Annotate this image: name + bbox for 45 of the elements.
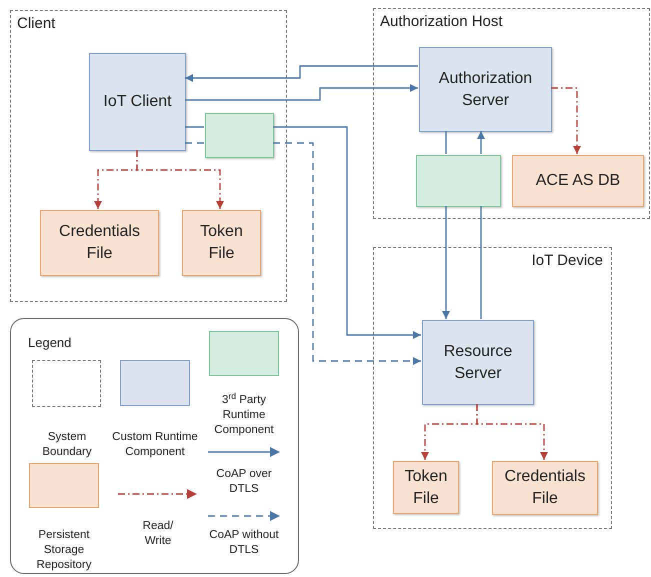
component-box	[416, 155, 501, 207]
arrow	[273, 126, 421, 339]
node-label: ACE AS DB	[534, 171, 622, 191]
connector-line	[480, 206, 482, 319]
arrow	[136, 150, 224, 209]
node-label: Resource Server	[442, 342, 514, 384]
legend-title: Legend	[28, 334, 72, 352]
legend-label: CoAP without DTLS	[208, 528, 280, 558]
node-label: Token File	[199, 222, 244, 264]
boundary-label: IoT Device	[532, 252, 603, 271]
legend-label: 3$^{rd}$ Party Runtime Component	[213, 393, 275, 438]
node-label: IoT Client	[102, 92, 173, 112]
component-box	[419, 47, 552, 132]
node-label: Credentials File	[58, 222, 141, 264]
connector-line	[445, 131, 447, 154]
system-boundary	[10, 10, 287, 302]
legend-label: Custom Runtime Component	[111, 430, 199, 460]
legend-label: CoAP over DTLS	[215, 467, 273, 497]
arrow	[185, 65, 418, 82]
node-label: Token File	[404, 466, 448, 508]
legend-label: System Boundary	[41, 430, 93, 460]
component-box	[89, 53, 186, 151]
boundary-label: Client	[17, 15, 56, 34]
storage-box	[492, 461, 598, 515]
storage-box	[40, 210, 159, 276]
arrow	[185, 84, 418, 101]
node-label: Authorization Server	[438, 68, 534, 110]
connector-line	[185, 142, 204, 144]
boundary-label: Authorization Host	[380, 13, 503, 32]
storage-box	[512, 155, 644, 207]
arrow	[476, 404, 548, 460]
component-box	[205, 113, 274, 158]
component-box	[422, 320, 534, 405]
connector-line	[185, 126, 204, 128]
node-label: Credentials File	[504, 467, 586, 509]
legend-label: Read/ Write	[142, 519, 174, 549]
arrow	[273, 142, 421, 365]
arrow	[551, 87, 581, 154]
legend-label: Persistent Storage Repository	[36, 528, 92, 573]
arrow	[442, 206, 450, 319]
system-boundary	[373, 247, 612, 529]
system-boundary	[373, 8, 650, 219]
storage-box	[393, 461, 459, 514]
storage-box	[182, 210, 261, 276]
arrow	[477, 131, 485, 154]
